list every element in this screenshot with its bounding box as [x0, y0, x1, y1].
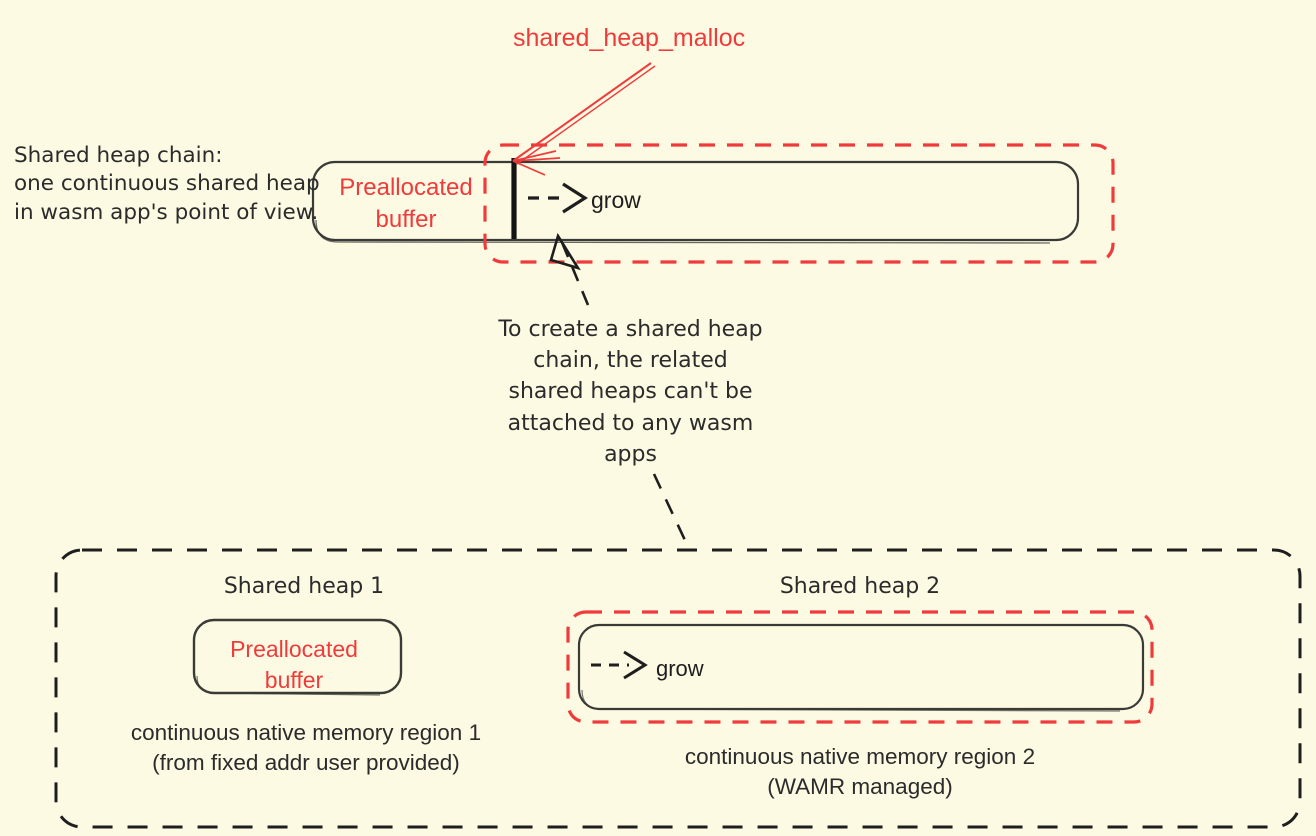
- heap1-region-caption: continuous native memory region 1 (from …: [130, 720, 482, 776]
- heap2-grow-label: grow: [656, 656, 704, 681]
- note-leader-down-icon: [652, 473, 692, 552]
- note-leader-up-icon: [549, 232, 590, 306]
- top-grow-label: grow: [591, 187, 641, 213]
- top-red-dashed-region: [483, 143, 1115, 264]
- bottom-grow-arrow-icon: [591, 650, 648, 680]
- shared-heap-chain-description: Shared heap chain: one continuous shared…: [14, 143, 320, 225]
- shared-heap-malloc-label: shared_heap_malloc: [513, 24, 746, 52]
- top-preallocated-buffer-label: Preallocated buffer: [339, 174, 473, 233]
- shared-heap-malloc-leader-icon: [512, 62, 656, 176]
- shared-heap-2-title: Shared heap 2: [779, 574, 941, 599]
- shared-heap-1-title: Shared heap 1: [223, 574, 385, 599]
- heap1-preallocated-buffer-label: Preallocated buffer: [230, 636, 358, 694]
- shared-heap-chain-note: To create a shared heap chain, the relat…: [498, 317, 763, 467]
- heap2-region-caption: continuous native memory region 2 (WAMR …: [684, 744, 1036, 800]
- top-grow-arrow-icon: [528, 182, 588, 214]
